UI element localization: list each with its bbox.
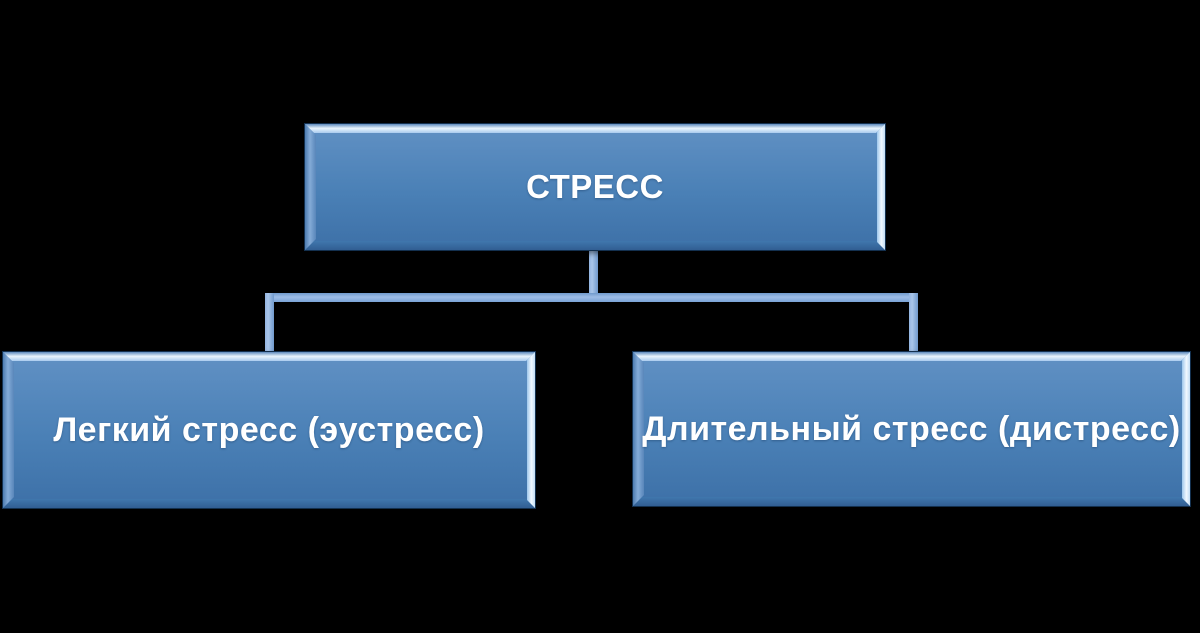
- bevel-bottom-edge: [3, 499, 535, 508]
- bevel-left-edge: [305, 124, 316, 250]
- connector-crossbar: [265, 293, 918, 302]
- node-eustress: Легкий стресс (эустресс): [3, 352, 535, 508]
- bevel-top-edge: [305, 124, 885, 133]
- node-distress-label: Длительный стресс (дистресс): [642, 409, 1181, 448]
- node-distress: Длительный стресс (дистресс): [633, 352, 1190, 506]
- node-stress-label: СТРЕСС: [526, 168, 664, 205]
- connector-root-stem: [589, 248, 598, 295]
- bevel-right-edge: [877, 124, 885, 250]
- bevel-right-edge: [527, 352, 535, 508]
- bevel-left-edge: [3, 352, 14, 508]
- connector-drop-right: [909, 293, 918, 354]
- node-stress: СТРЕСС: [305, 124, 885, 250]
- bevel-bottom-edge: [305, 241, 885, 250]
- bevel-top-edge: [633, 352, 1190, 361]
- connector-drop-left: [265, 293, 274, 354]
- node-eustress-label: Легкий стресс (эустресс): [53, 410, 485, 449]
- bevel-bottom-edge: [633, 497, 1190, 506]
- bevel-top-edge: [3, 352, 535, 361]
